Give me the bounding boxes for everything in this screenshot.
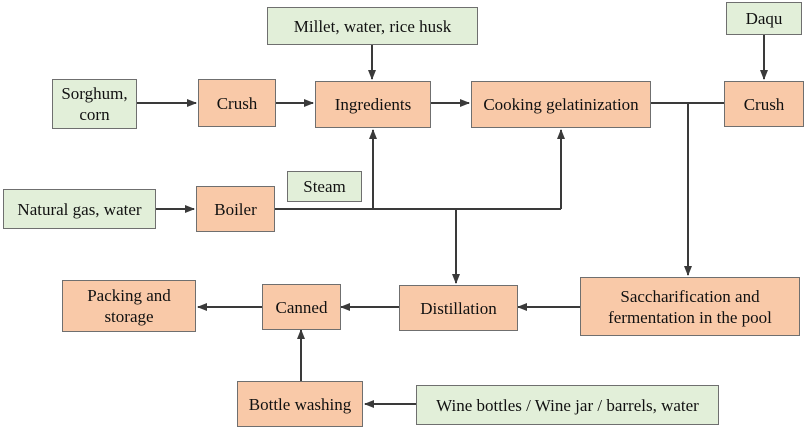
input-wine-bottles-jar-barrels-water: Wine bottles / Wine jar / barrels, water — [416, 385, 719, 425]
process-ingredients: Ingredients — [315, 81, 431, 128]
steam-label: Steam — [287, 171, 362, 202]
process-bottle-washing: Bottle washing — [237, 381, 363, 427]
input-daqu: Daqu — [726, 2, 802, 35]
process-boiler: Boiler — [196, 186, 275, 232]
input-natural-gas-water: Natural gas, water — [3, 189, 156, 229]
process-saccharification-fermentation: Saccharification and fermentation in the… — [580, 277, 800, 336]
process-packing-storage: Packing and storage — [62, 280, 196, 332]
process-distillation: Distillation — [399, 285, 518, 331]
input-millet-water-rice-husk: Millet, water, rice husk — [267, 7, 478, 45]
process-crush-left: Crush — [198, 79, 276, 127]
process-canned: Canned — [262, 284, 341, 330]
process-crush-right: Crush — [724, 81, 804, 127]
process-cooking-gelatinization: Cooking gelatinization — [471, 81, 651, 128]
input-sorghum-corn: Sorghum, corn — [52, 79, 137, 129]
